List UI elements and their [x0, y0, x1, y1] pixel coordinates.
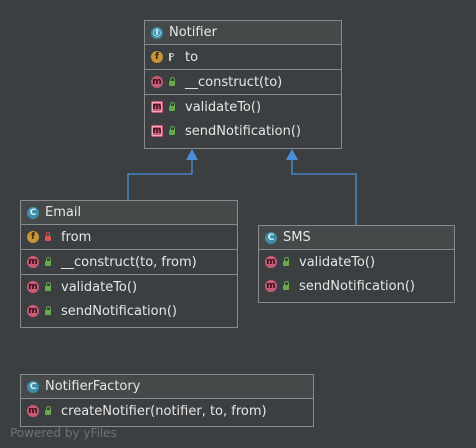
email-inheritance-arrowhead: [186, 149, 198, 160]
method-label: sendNotification(): [61, 303, 177, 319]
constructors-section: m __construct(to, from): [21, 250, 237, 275]
method-label: sendNotification(): [185, 123, 301, 139]
class-name: Email: [45, 205, 82, 220]
abstract-method-icon: m: [151, 101, 163, 113]
public-icon: [167, 77, 177, 87]
method-row[interactable]: m __construct(to): [145, 70, 341, 94]
abstract-method-icon: m: [151, 125, 163, 137]
sms-inheritance-arrowhead: [286, 149, 298, 160]
public-icon: [281, 281, 291, 291]
method-icon: m: [265, 280, 277, 292]
field-label: from: [61, 229, 92, 245]
powered-by-watermark: Powered by yFiles: [10, 426, 117, 440]
class-name: NotifierFactory: [45, 379, 141, 394]
field-row[interactable]: f to: [145, 45, 341, 69]
method-label: __construct(to, from): [61, 254, 197, 270]
public-icon: [281, 257, 291, 267]
method-icon: m: [27, 281, 39, 293]
field-icon: f: [27, 231, 39, 243]
method-icon: m: [151, 76, 163, 88]
sms-class-box[interactable]: C SMS m validateTo() m sendNotification(…: [258, 225, 455, 303]
email-class-box[interactable]: C Email f from m __construct(to, from) m…: [20, 200, 238, 328]
method-label: sendNotification(): [299, 278, 415, 294]
methods-section: m validateTo() m sendNotification(): [145, 95, 341, 143]
sms-extends-notifier-edge: [291, 152, 357, 225]
method-icon: m: [265, 256, 277, 268]
class-icon: C: [265, 231, 277, 244]
interface-icon: I: [151, 26, 163, 39]
notifierfactory-class-header[interactable]: C NotifierFactory: [21, 375, 313, 399]
method-row[interactable]: m validateTo(): [21, 275, 237, 299]
class-name: SMS: [283, 230, 311, 245]
email-extends-notifier-edge: [127, 152, 193, 200]
method-row[interactable]: m __construct(to, from): [21, 250, 237, 274]
method-row[interactable]: m createNotifier(notifier, to, from): [21, 399, 313, 423]
method-icon: m: [27, 256, 39, 268]
field-row[interactable]: f from: [21, 225, 237, 249]
class-name: Notifier: [169, 25, 217, 40]
private-icon: [43, 232, 53, 242]
method-row[interactable]: m sendNotification(): [21, 299, 237, 323]
method-row[interactable]: m validateTo(): [259, 250, 454, 274]
notifier-class-header[interactable]: I Notifier: [145, 21, 341, 45]
method-row[interactable]: m sendNotification(): [145, 119, 341, 143]
class-icon: C: [27, 380, 39, 393]
method-icon: m: [27, 305, 39, 317]
fields-section: f from: [21, 225, 237, 250]
method-row[interactable]: m sendNotification(): [259, 274, 454, 298]
public-icon: [43, 282, 53, 292]
method-label: validateTo(): [185, 99, 262, 115]
field-icon: f: [151, 51, 163, 63]
protected-icon: [167, 52, 177, 62]
fields-section: f to: [145, 45, 341, 70]
methods-section: m createNotifier(notifier, to, from): [21, 399, 313, 423]
method-row[interactable]: m validateTo(): [145, 95, 341, 119]
method-label: validateTo(): [61, 279, 138, 295]
methods-section: m validateTo() m sendNotification(): [259, 250, 454, 298]
method-label: validateTo(): [299, 254, 376, 270]
method-icon: m: [27, 405, 39, 417]
public-icon: [43, 406, 53, 416]
public-icon: [43, 257, 53, 267]
method-label: __construct(to): [185, 74, 283, 90]
class-icon: C: [27, 206, 39, 219]
constructors-section: m __construct(to): [145, 70, 341, 95]
public-icon: [43, 306, 53, 316]
public-icon: [167, 102, 177, 112]
field-label: to: [185, 49, 199, 65]
notifier-class-box[interactable]: I Notifier f to m __construct(to) m vali…: [144, 20, 342, 149]
public-icon: [167, 126, 177, 136]
method-label: createNotifier(notifier, to, from): [61, 403, 267, 419]
methods-section: m validateTo() m sendNotification(): [21, 275, 237, 323]
notifierfactory-class-box[interactable]: C NotifierFactory m createNotifier(notif…: [20, 374, 314, 427]
sms-class-header[interactable]: C SMS: [259, 226, 454, 250]
email-class-header[interactable]: C Email: [21, 201, 237, 225]
